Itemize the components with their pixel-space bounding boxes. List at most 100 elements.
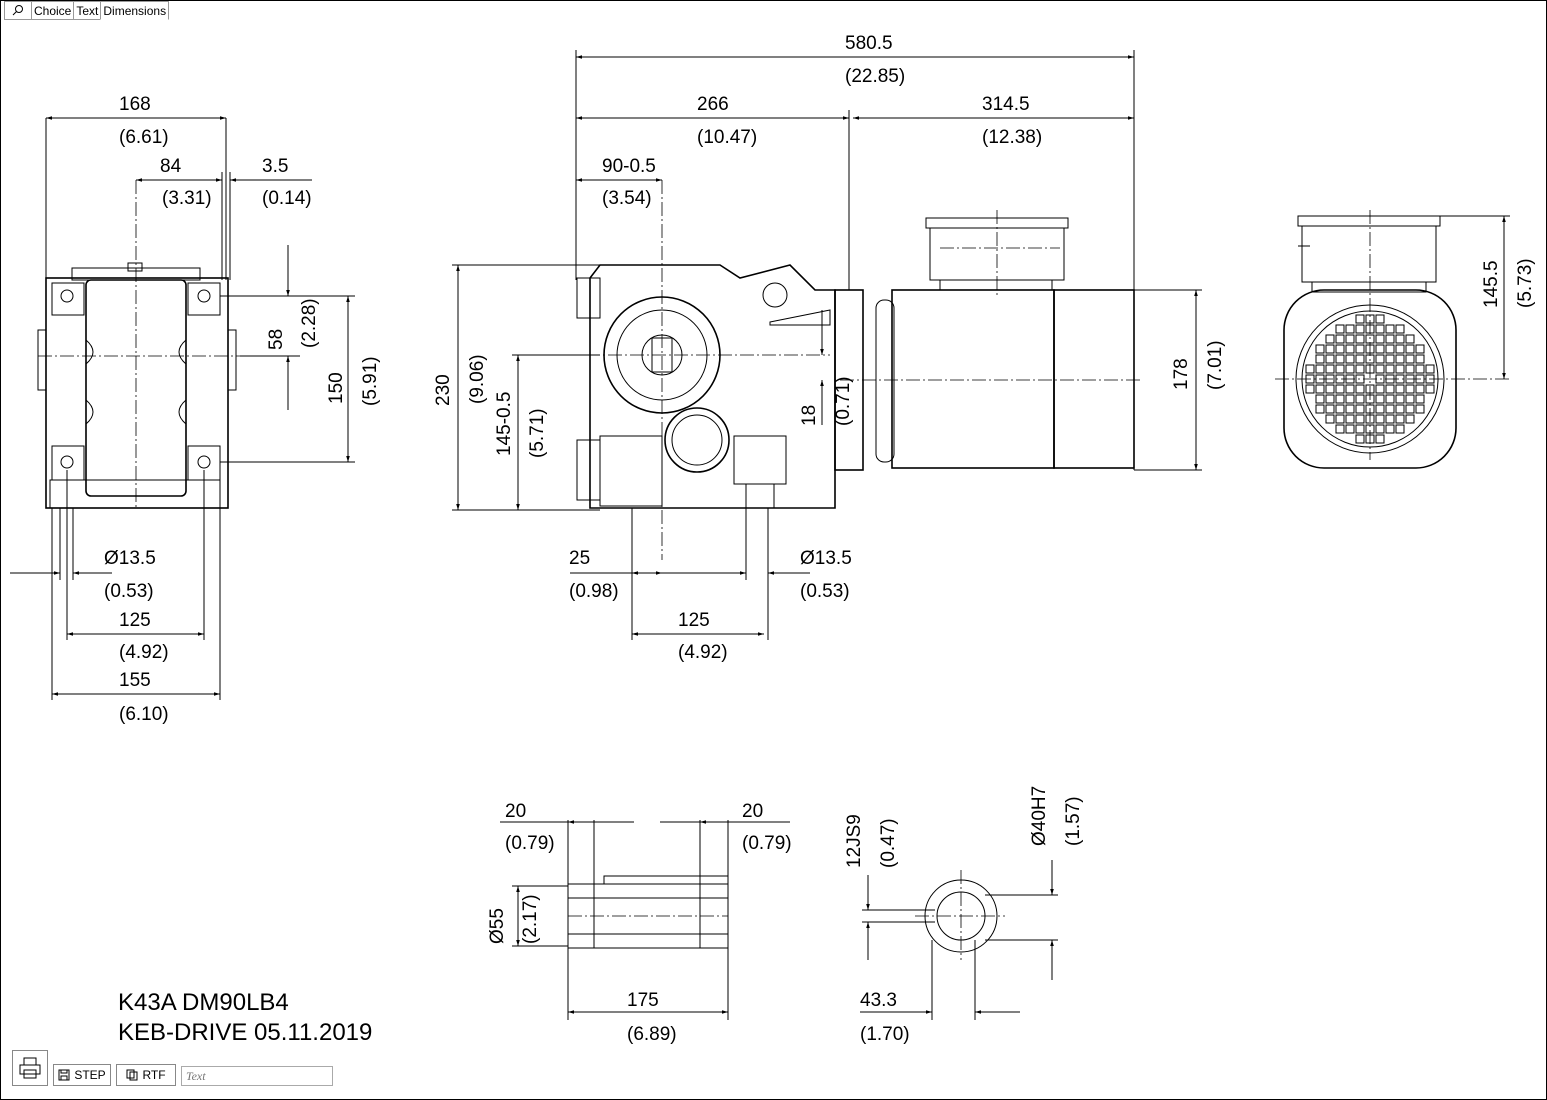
dim-145-in: (5.71) [527, 408, 548, 458]
step-export-button[interactable]: STEP [53, 1064, 111, 1086]
fan-grille-slot [1345, 404, 1355, 414]
fan-grille-slot [1405, 354, 1415, 364]
fan-grille-slot [1375, 424, 1385, 434]
fan-grille-slot [1395, 384, 1405, 394]
dim-dia-13-5-in: (0.53) [104, 581, 154, 602]
fan-grille-slot [1355, 324, 1365, 334]
dim-230: 230 [433, 374, 454, 406]
fan-grille-slot [1375, 414, 1385, 424]
fan-grille-slot [1375, 334, 1385, 344]
fan-grille-slot [1355, 314, 1365, 324]
fan-grille-slot [1345, 414, 1355, 424]
tab-choice[interactable]: Choice [31, 1, 75, 20]
dim-dia-40h7-in: (1.57) [1063, 796, 1084, 846]
dim-dia-40h7: Ø40H7 [1029, 786, 1050, 846]
fan-grille-slot [1395, 364, 1405, 374]
side-view: 168 (6.61) 84 (3.31) 3.5 (0.14) 58 (2.28… [10, 94, 381, 725]
dim-145-5-in: (5.73) [1515, 258, 1536, 308]
fan-grille-slot [1405, 414, 1415, 424]
rtf-export-button[interactable]: RTF [116, 1064, 176, 1086]
dim-84-in: (3.31) [162, 188, 212, 209]
dim-150-in: (5.91) [360, 356, 381, 406]
fan-grille-slot [1385, 364, 1395, 374]
dim-dia-55-in: (2.17) [520, 894, 541, 944]
fan-grille-slot [1385, 344, 1395, 354]
tab-dimensions[interactable]: Dimensions [100, 1, 170, 20]
fan-grille-slot [1385, 424, 1395, 434]
fan-grille-slot [1355, 414, 1365, 424]
magnifier-icon [12, 5, 23, 16]
fan-grille-slot [1405, 344, 1415, 354]
save-icon [58, 1069, 70, 1081]
fan-grille-slot [1325, 364, 1335, 374]
fan-grille-slot [1325, 384, 1335, 394]
dim-175-in: (6.89) [627, 1024, 677, 1045]
fan-grille-slot [1415, 384, 1425, 394]
fan-grille-slot [1335, 334, 1345, 344]
fan-grille-slot [1335, 394, 1345, 404]
fan-grille-slot [1405, 384, 1415, 394]
dim-25: 25 [569, 548, 590, 569]
fan-grille-slot [1345, 394, 1355, 404]
bottom-toolbar: STEP RTF [12, 1050, 333, 1086]
dim-58: 58 [266, 329, 287, 350]
fan-grille-slot [1415, 404, 1425, 414]
shaft-section: 20 (0.79) 20 (0.79) Ø55 (2.17) 175 (6.89… [487, 801, 792, 1045]
text-input[interactable] [181, 1066, 333, 1086]
fan-grille-slot [1405, 364, 1415, 374]
dim-580-5: 580.5 [845, 33, 893, 54]
fan-grille-slot [1305, 364, 1315, 374]
fan-grille-slot [1325, 344, 1335, 354]
dim-3-5-in: (0.14) [262, 188, 312, 209]
printer-icon [19, 1057, 41, 1079]
tab-search[interactable] [4, 1, 32, 20]
dim-178-in: (7.01) [1205, 340, 1226, 390]
print-button[interactable] [12, 1050, 48, 1086]
motor-end-view: 145.5 (5.73) [1275, 210, 1536, 469]
fan-grille-slot [1355, 334, 1365, 344]
fan-grille-slot [1375, 384, 1385, 394]
fan-grille-slot [1305, 384, 1315, 394]
fan-grille-slot [1375, 344, 1385, 354]
fan-grille-slot [1355, 384, 1365, 394]
fan-grille-slot [1335, 424, 1345, 434]
fan-grille-slot [1325, 354, 1335, 364]
dim-shaft-20b-in: (0.79) [742, 833, 792, 854]
fan-grille-slot [1355, 354, 1365, 364]
title-block: K43A DM90LB4 KEB-DRIVE 05.11.2019 [118, 988, 372, 1048]
fan-grille-slot [1355, 394, 1365, 404]
dim-18-in: (0.71) [833, 376, 854, 426]
fan-grille-slot [1415, 394, 1425, 404]
dim-12js9-in: (0.47) [878, 818, 899, 868]
dim-155: 155 [119, 670, 151, 691]
fan-grille-slot [1345, 424, 1355, 434]
maker-date-label: KEB-DRIVE 05.11.2019 [118, 1019, 373, 1046]
fan-grille-slot [1395, 404, 1405, 414]
fan-grille-slot [1415, 364, 1425, 374]
dim-12js9: 12JS9 [844, 814, 865, 868]
dim-front-dia-13-5-in: (0.53) [800, 581, 850, 602]
dim-front-125-in: (4.92) [678, 642, 728, 663]
fan-grille-slot [1325, 404, 1335, 414]
fan-grille-slot [1385, 394, 1395, 404]
fan-grille-slot [1345, 334, 1355, 344]
fan-grille-slot [1405, 334, 1415, 344]
dim-18: 18 [799, 405, 820, 426]
fan-grille-slot [1335, 384, 1345, 394]
fan-grille-slot [1415, 344, 1425, 354]
fan-grille-slot [1375, 394, 1385, 404]
dim-front-125: 125 [678, 610, 710, 631]
dim-43-3-in: (1.70) [860, 1024, 910, 1045]
fan-grille-slot [1425, 384, 1435, 394]
fan-grille-slot [1335, 354, 1345, 364]
fan-grille-slot [1385, 384, 1395, 394]
fan-grille-slot [1345, 384, 1355, 394]
dim-dia-13-5: Ø13.5 [104, 548, 156, 569]
front-view: 580.5 (22.85) 266 (10.47) 314.5 (12.38) … [433, 33, 1226, 663]
fan-grille-slot [1325, 394, 1335, 404]
dim-43-3: 43.3 [860, 990, 897, 1011]
dim-shaft-20a-in: (0.79) [505, 833, 555, 854]
fan-grille-slot [1395, 414, 1405, 424]
fan-grille-slot [1405, 404, 1415, 414]
